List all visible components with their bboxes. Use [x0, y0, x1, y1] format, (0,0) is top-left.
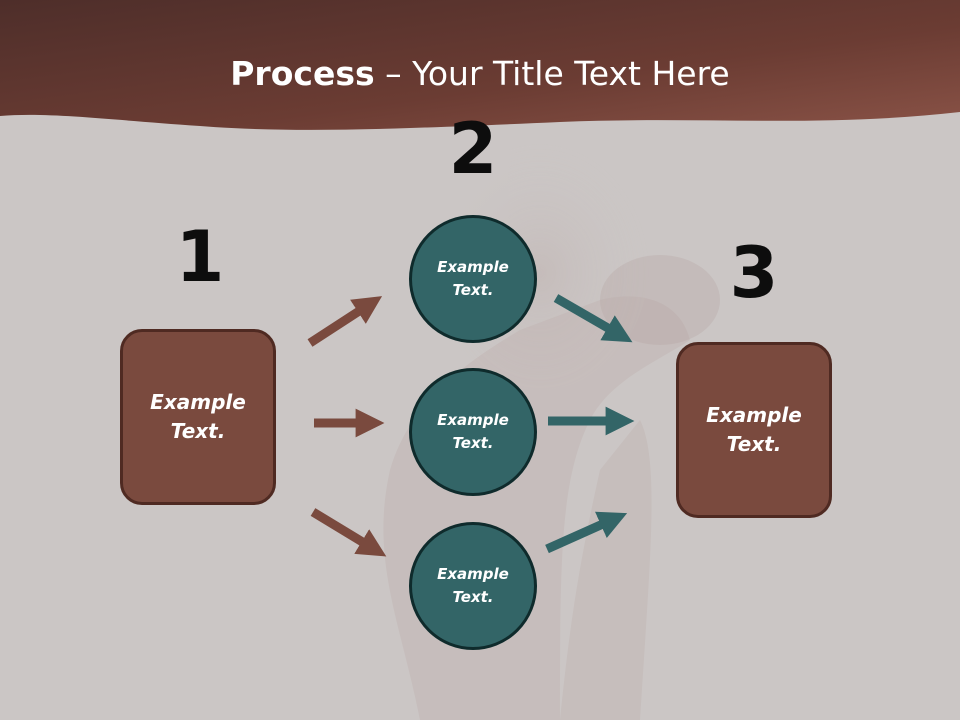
circle-top: Example Text.: [409, 215, 537, 343]
title-rest: – Your Title Text Here: [374, 54, 730, 93]
circle-top-text: Example Text.: [437, 258, 509, 299]
left-box: Example Text.: [120, 329, 276, 505]
arrow-left-to-bottom: [310, 508, 387, 557]
header-band: [0, 0, 960, 130]
arrow-bottom-to-right: [545, 511, 628, 554]
arrow-top-to-right: [553, 294, 633, 343]
arrow-left-to-top: [307, 296, 383, 347]
right-box-text: Example Text.: [706, 403, 802, 456]
step-number-3: 3: [729, 232, 779, 314]
circle-middle-text: Example Text.: [437, 411, 509, 452]
title-bold: Process: [230, 54, 375, 93]
step-number-1: 1: [175, 216, 225, 298]
right-box: Example Text.: [676, 342, 832, 518]
slide-title: Process – Your Title Text Here: [0, 52, 960, 96]
left-box-text: Example Text.: [150, 390, 246, 443]
step-number-2: 2: [448, 108, 498, 190]
circle-middle: Example Text.: [409, 368, 537, 496]
circle-bottom: Example Text.: [409, 522, 537, 650]
circle-bottom-text: Example Text.: [437, 565, 509, 606]
